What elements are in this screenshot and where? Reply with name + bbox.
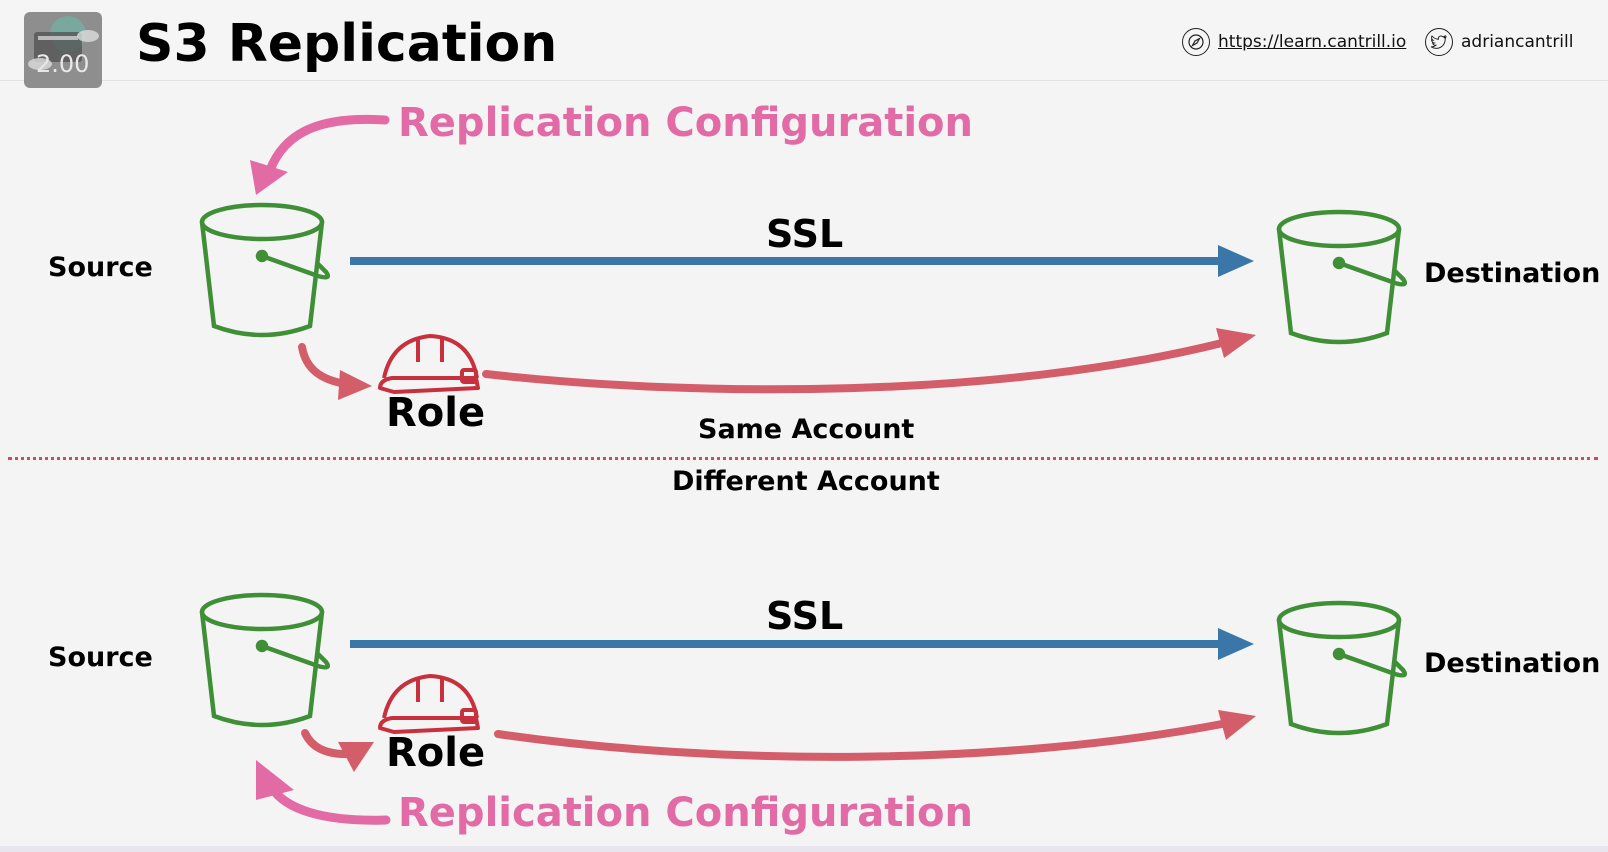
source-bucket-bottom-icon: [199, 592, 330, 728]
config-arrow-top: [250, 114, 390, 195]
role-replicate-arrow-top: [482, 328, 1256, 394]
twitter-link[interactable]: adriancantrill: [1425, 26, 1573, 58]
role-assume-arrow-top: [298, 343, 372, 400]
destination-label-top: Destination: [1424, 258, 1601, 289]
website-link[interactable]: https://learn.cantrill.io: [1182, 26, 1406, 58]
replication-config-label-top: Replication Configuration: [398, 100, 973, 146]
course-logo: 2.00: [24, 12, 102, 88]
destination-bucket-top-icon: [1276, 209, 1407, 345]
role-assume-arrow-bottom: [301, 729, 374, 772]
same-account-caption: Same Account: [698, 414, 915, 445]
ssl-label-top: SSL: [766, 212, 844, 256]
role-label-bottom: Role: [386, 730, 486, 776]
bottom-strip: [0, 846, 1608, 852]
twitter-icon: [1425, 28, 1453, 56]
logo-graphic-icon: [28, 16, 99, 70]
different-account-caption: Different Account: [672, 466, 940, 497]
page-title: S3 Replication: [136, 14, 558, 74]
compass-icon: [1182, 28, 1210, 56]
source-bucket-top-icon: [199, 202, 330, 338]
ssl-arrow-bottom: [350, 628, 1254, 660]
section-divider: [8, 457, 1598, 460]
hard-hat-top-icon: [378, 334, 480, 394]
source-label-bottom: Source: [48, 642, 153, 673]
source-label-top: Source: [48, 252, 153, 283]
config-arrow-bottom: [256, 760, 391, 825]
destination-label-bottom: Destination: [1424, 648, 1601, 679]
ssl-arrow-top: [350, 245, 1254, 277]
ssl-label-bottom: SSL: [766, 594, 844, 638]
website-link-text[interactable]: https://learn.cantrill.io: [1218, 32, 1407, 52]
logo-badge: 2.00: [36, 50, 90, 78]
hard-hat-bottom-icon: [378, 674, 480, 734]
destination-bucket-bottom-icon: [1276, 600, 1407, 736]
role-replicate-arrow-bottom: [494, 710, 1256, 761]
slide-header: 2.00 S3 Replication https://learn.cantri…: [0, 0, 1608, 88]
twitter-handle[interactable]: adriancantrill: [1461, 32, 1574, 52]
role-label-top: Role: [386, 390, 486, 436]
replication-config-label-bottom: Replication Configuration: [398, 790, 973, 836]
